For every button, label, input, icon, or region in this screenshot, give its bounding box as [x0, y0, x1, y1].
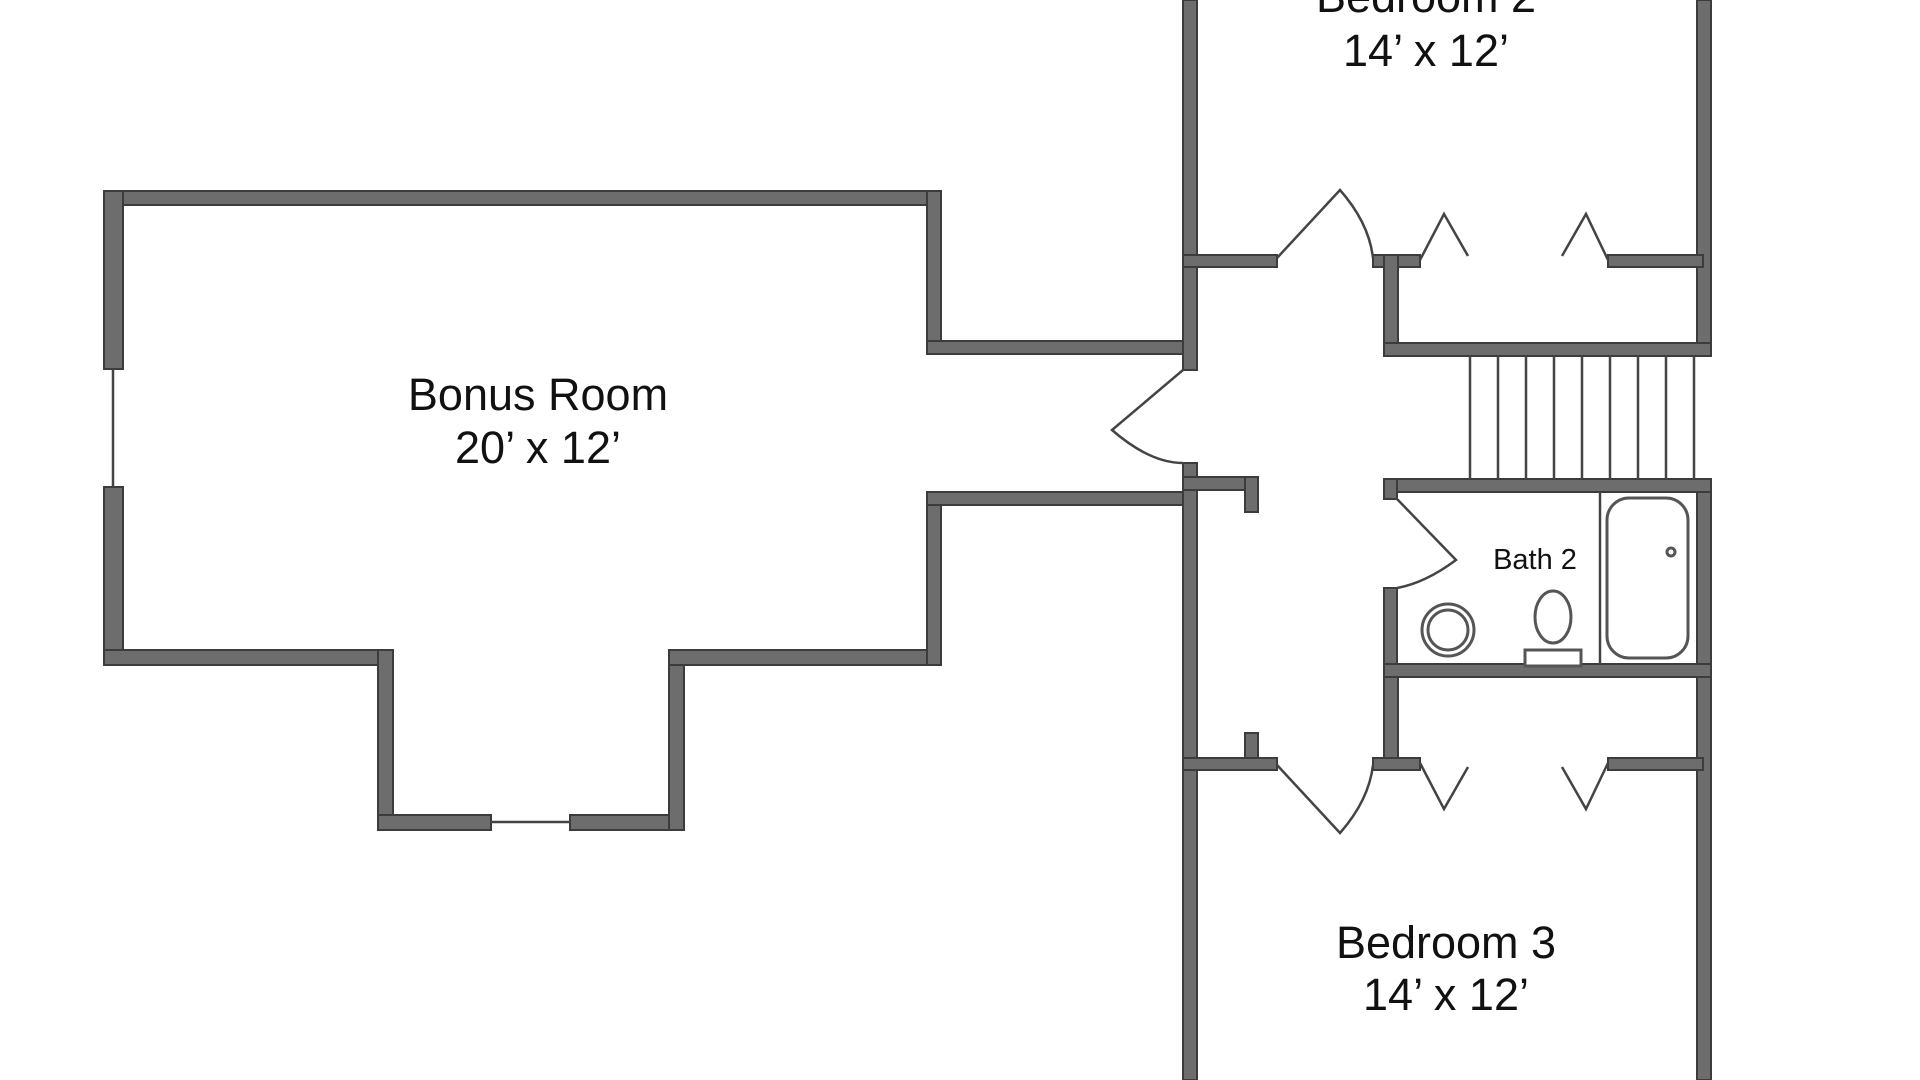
bonus-alcove-bottom-left [377, 814, 492, 831]
bedroom3-name: Bedroom 3 [1336, 917, 1556, 968]
bonus-room-size: 20’ x 12’ [455, 422, 621, 473]
bedroom3-size: 14’ x 12’ [1363, 969, 1529, 1020]
bonus-top-wall [103, 190, 942, 206]
bath-left-wall [1383, 478, 1398, 500]
bedroom3-door [1276, 764, 1375, 835]
bonus-room-name: Bonus Room [408, 369, 668, 420]
closet2-bottom-wall [1383, 342, 1712, 357]
bonus-alcove-left-wall [377, 649, 394, 831]
bedroom2-bottom-wall-left [1182, 254, 1278, 268]
bath-door [1396, 498, 1458, 590]
bonus-right-wall-upper [926, 190, 942, 355]
tub-drain [1665, 546, 1677, 558]
bedroom3-top-wall-mid [1372, 757, 1421, 771]
bonus-room-door [1110, 369, 1184, 465]
right-outer-wall-upper [1696, 0, 1712, 357]
bonus-windows [111, 369, 570, 824]
hall-walls [1182, 0, 1712, 1080]
closet3-door-right [1560, 762, 1610, 812]
bedroom3-top-wall-right [1607, 757, 1704, 771]
closet2-left-wall [1383, 254, 1399, 357]
bedroom2-size: 14’ x 12’ [1343, 25, 1509, 76]
bedroom2-bottom-wall-right [1607, 254, 1704, 268]
doors [1110, 188, 1610, 835]
closet3-door-left [1418, 762, 1470, 812]
hall-left-wall-upper [1182, 0, 1198, 371]
hall-left-wall-lower [1182, 462, 1198, 1080]
stairs [1468, 356, 1696, 479]
bonus-room-walls [103, 190, 1191, 831]
closet3-left-wall [1383, 676, 1399, 770]
closet2-door-left [1418, 211, 1470, 261]
bonus-alcove-right-wall [668, 649, 685, 831]
toilet-tank [1523, 648, 1583, 668]
bonus-bottom-wall-right [668, 649, 942, 666]
bonus-bottom-wall-left [103, 649, 394, 666]
hall-stub-upper-drop [1244, 476, 1259, 513]
bedroom2-door [1276, 188, 1375, 259]
corridor-bottom-wall [926, 491, 1191, 506]
bonus-left-wall-upper [103, 190, 124, 370]
corridor-top-wall [926, 340, 1191, 355]
bonus-alcove-bottom-right [569, 814, 685, 831]
bedroom2-name: Bedroom 2 [1316, 0, 1536, 22]
bath-left-wall-lower [1383, 587, 1398, 677]
right-outer-wall-lower [1696, 478, 1712, 1080]
bonus-right-wall-lower [926, 491, 942, 666]
bonus-left-wall-lower [103, 486, 124, 666]
bath-fixtures [1420, 492, 1690, 668]
sink-inner [1426, 608, 1470, 652]
bath-top-wall [1383, 478, 1712, 493]
bedroom3-top-wall-left [1182, 757, 1278, 771]
toilet-bowl [1533, 589, 1573, 645]
closet2-door-right [1560, 211, 1610, 261]
bath2-name: Bath 2 [1493, 544, 1577, 576]
bathtub [1605, 496, 1690, 660]
